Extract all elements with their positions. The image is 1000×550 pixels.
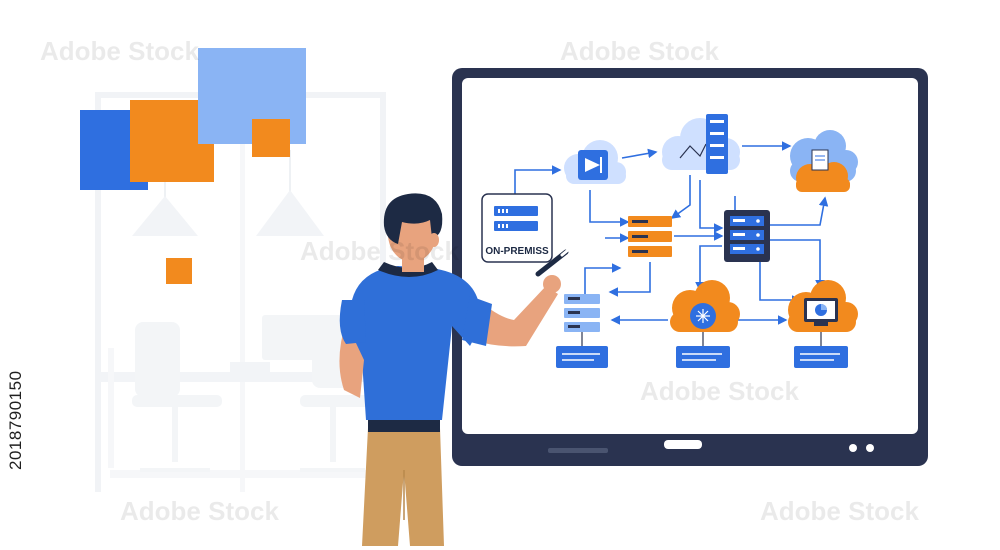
board-button-1	[849, 444, 857, 452]
svg-text:Adobe Stock: Adobe Stock	[640, 376, 799, 406]
background-office	[95, 92, 390, 492]
svg-text:Adobe Stock: Adobe Stock	[120, 496, 279, 526]
person-presenter	[339, 193, 570, 546]
orange-square-tiny	[166, 258, 192, 284]
network-diagram: ON-PREMISS	[481, 114, 858, 368]
server-stack-blue-icon	[556, 294, 608, 368]
watermark: Adobe Stock Adobe Stock Adobe Stock Adob…	[40, 36, 919, 526]
orange-square-small	[252, 119, 290, 157]
router-cloud-icon	[564, 140, 626, 184]
svg-text:Adobe Stock: Adobe Stock	[760, 496, 919, 526]
network-cloud-icon	[670, 280, 740, 368]
board-center-slot	[664, 440, 702, 449]
board-button-2	[866, 444, 874, 452]
svg-text:Adobe Stock: Adobe Stock	[300, 236, 459, 266]
decorative-squares	[80, 48, 306, 284]
svg-text:Adobe Stock: Adobe Stock	[560, 36, 719, 66]
analytics-cloud-icon	[788, 280, 858, 368]
on-premise-label: ON-PREMISS	[485, 246, 549, 257]
on-premise-box: ON-PREMISS	[481, 193, 553, 263]
server-cloud-icon	[662, 114, 740, 174]
storage-cloud-icon	[790, 130, 858, 192]
marker-tray	[548, 448, 608, 453]
server-stack-orange-icon	[628, 216, 672, 257]
server-rack-icon	[724, 210, 770, 262]
svg-text:Adobe Stock: Adobe Stock	[40, 36, 199, 66]
